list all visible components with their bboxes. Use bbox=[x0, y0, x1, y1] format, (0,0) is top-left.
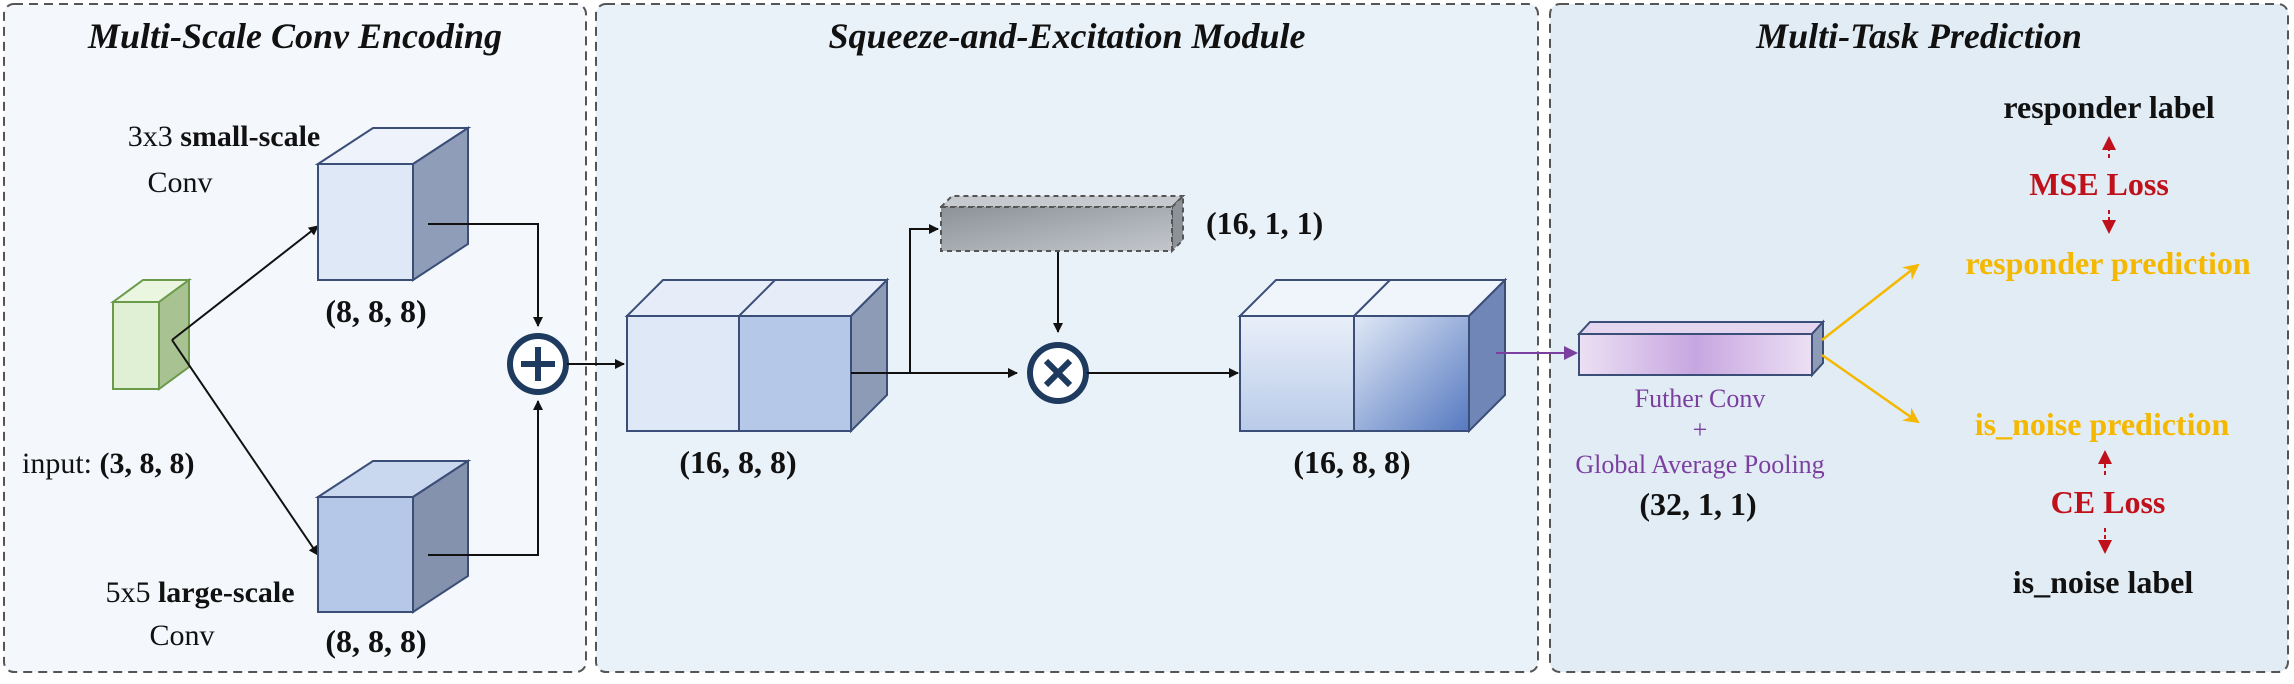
pooling-plus: + bbox=[1693, 415, 1708, 444]
arrow-large-to-add bbox=[428, 400, 543, 556]
is-noise-prediction: is_noise prediction bbox=[1975, 406, 2230, 442]
responder-label: responder label bbox=[2003, 89, 2214, 125]
concat-cube bbox=[624, 277, 890, 434]
large-conv-dims: (8, 8, 8) bbox=[325, 623, 426, 659]
pooled-block bbox=[1576, 319, 1826, 378]
is-noise-label: is_noise label bbox=[2013, 564, 2194, 600]
squeeze-dims: (16, 1, 1) bbox=[1206, 205, 1323, 241]
large-conv-cube bbox=[314, 459, 472, 614]
small-conv-layer: Conv bbox=[147, 166, 212, 199]
title-se: Squeeze-and-Excitation Module bbox=[828, 16, 1305, 56]
pooling-line2: Global Average Pooling bbox=[1575, 450, 1824, 479]
small-conv-dims: (8, 8, 8) bbox=[325, 293, 426, 329]
input-label: input: (3, 8, 8) bbox=[22, 447, 195, 480]
title-encoding: Multi-Scale Conv Encoding bbox=[87, 16, 502, 56]
pooling-line1: Futher Conv bbox=[1635, 384, 1766, 413]
input-block bbox=[109, 278, 193, 391]
se-output-cube bbox=[1237, 277, 1508, 434]
arrow-input-to-large bbox=[171, 339, 319, 556]
arrow-input-to-small bbox=[171, 225, 319, 341]
pooled-dims: (32, 1, 1) bbox=[1639, 486, 1756, 522]
small-conv-cube bbox=[314, 126, 472, 282]
squeeze-block bbox=[938, 193, 1186, 254]
title-prediction: Multi-Task Prediction bbox=[1755, 16, 2082, 56]
arrow-to-is-noise-prediction bbox=[1821, 353, 1920, 424]
times-circle-icon bbox=[1027, 342, 1089, 404]
arrow-to-responder-prediction bbox=[1821, 263, 1920, 341]
large-conv-label: 5x5 large-scale bbox=[105, 576, 294, 609]
small-conv-label: 3x3 small-scale bbox=[128, 120, 320, 153]
ce-loss: CE Loss bbox=[2051, 484, 2166, 520]
panel-se bbox=[595, 3, 1539, 673]
large-conv-layer: Conv bbox=[149, 619, 214, 652]
plus-circle-icon bbox=[507, 333, 569, 395]
responder-prediction: responder prediction bbox=[1965, 245, 2251, 281]
concat-dims: (16, 8, 8) bbox=[679, 444, 796, 480]
arrow-to-squeeze bbox=[909, 224, 939, 373]
se-output-dims: (16, 8, 8) bbox=[1293, 444, 1410, 480]
panel-encoding bbox=[3, 3, 587, 673]
arrow-small-to-add bbox=[428, 223, 543, 327]
panel-prediction bbox=[1549, 3, 2289, 673]
mse-loss: MSE Loss bbox=[2029, 166, 2169, 202]
